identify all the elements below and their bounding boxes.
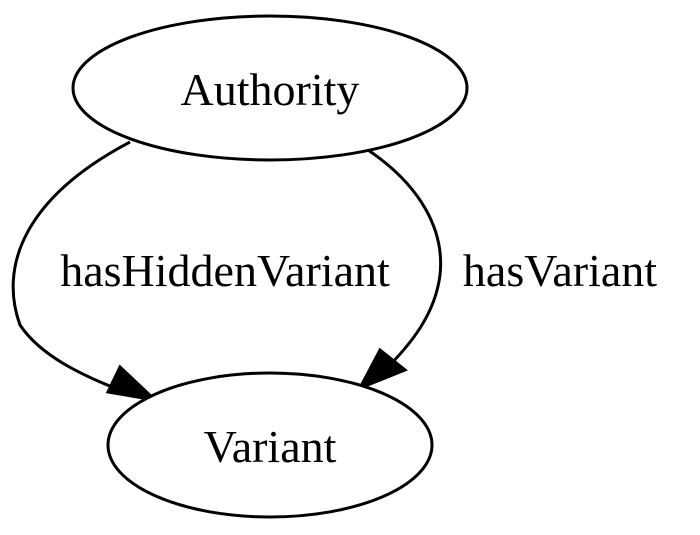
edge-has-variant: hasVariant <box>356 148 657 391</box>
node-authority-shape <box>71 14 469 162</box>
edge-has-hidden-variant: hasHiddenVariant <box>11 140 390 403</box>
edge-has-variant-label: hasVariant <box>463 245 657 296</box>
edge-has-hidden-variant-path <box>11 140 131 394</box>
edge-has-hidden-variant-label: hasHiddenVariant <box>60 245 390 296</box>
edge-has-hidden-variant-arrowhead <box>105 364 160 403</box>
node-variant-shape <box>106 371 434 519</box>
edge-has-variant-path <box>367 148 443 372</box>
node-variant: Variant <box>106 371 434 519</box>
edge-has-variant-arrowhead <box>356 347 408 391</box>
node-authority: Authority <box>71 14 469 162</box>
node-variant-label: Variant <box>204 421 337 472</box>
node-authority-label: Authority <box>181 64 360 115</box>
